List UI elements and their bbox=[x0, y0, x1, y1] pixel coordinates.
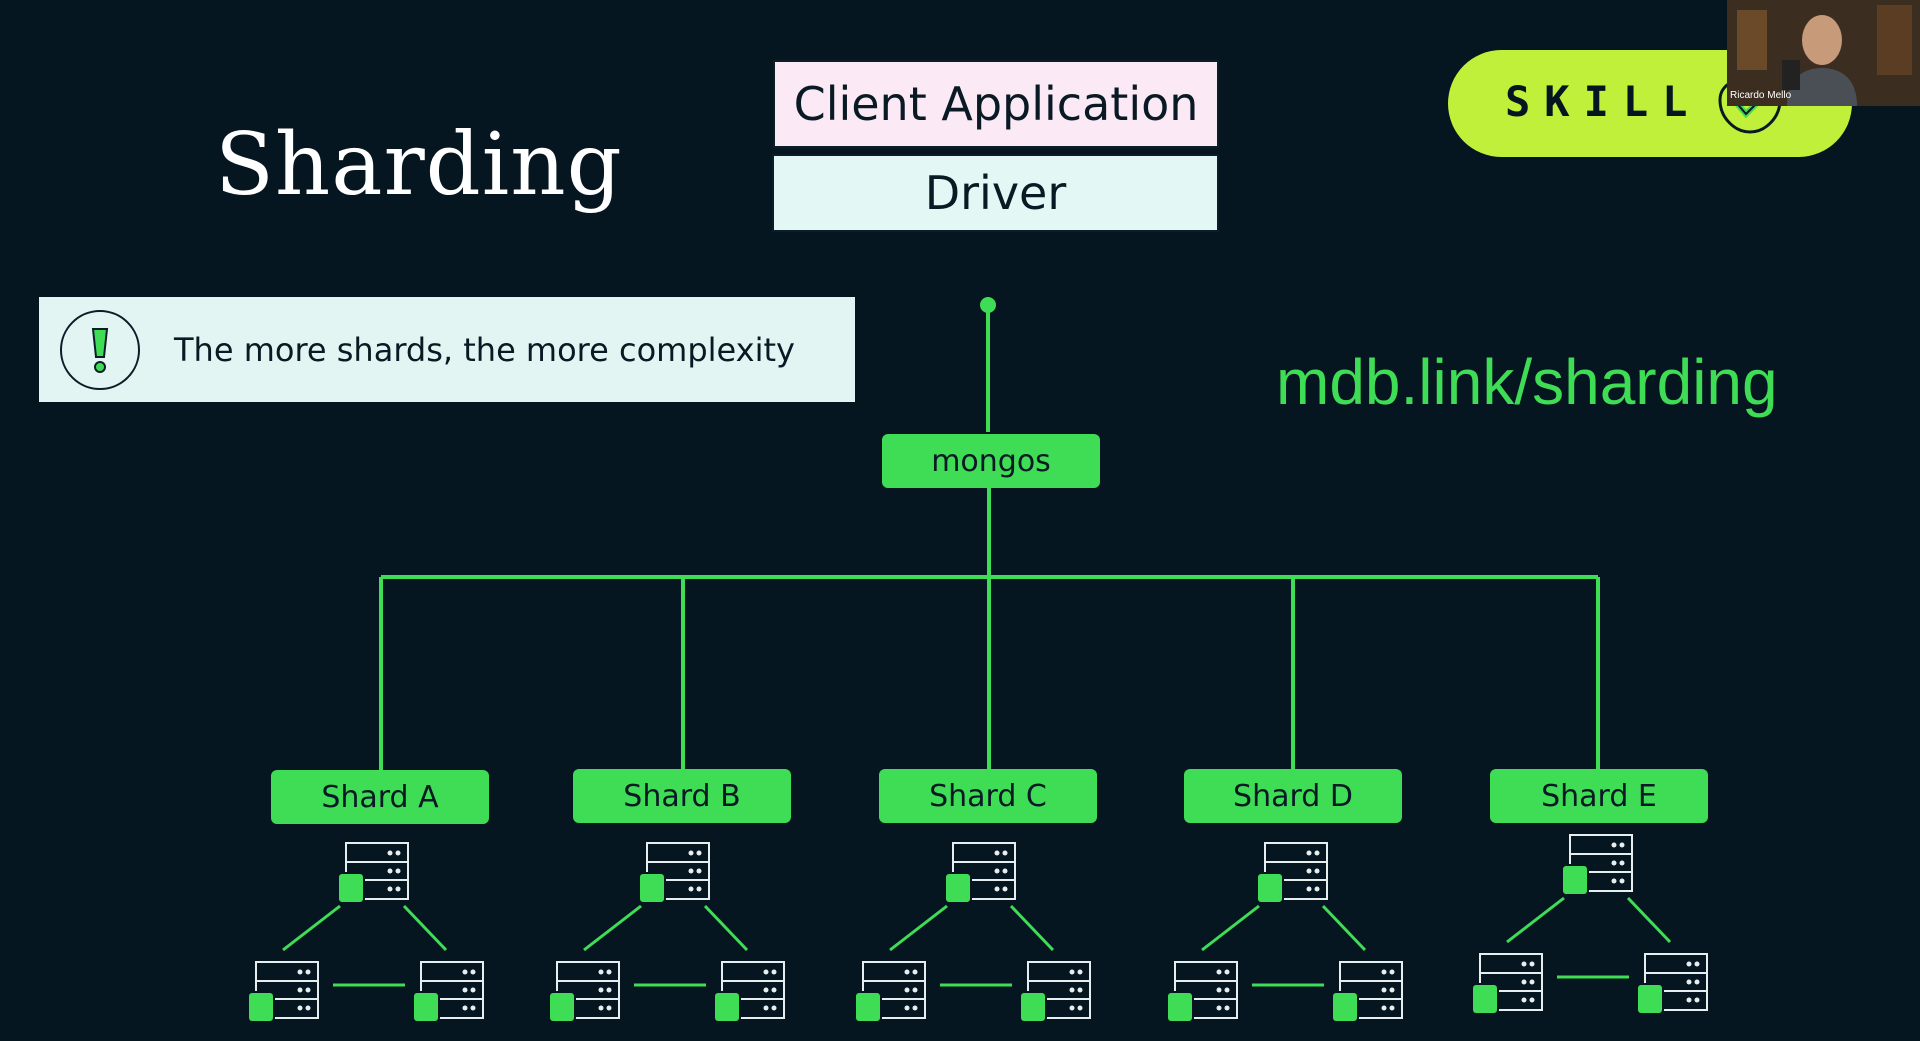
exclamation-icon bbox=[60, 309, 140, 390]
complexity-callout: The more shards, the more complexity bbox=[39, 297, 855, 402]
shard-d: Shard D bbox=[1184, 769, 1402, 823]
replica-set-c bbox=[854, 842, 1091, 1023]
shard-e: Shard E bbox=[1490, 769, 1708, 823]
presenter-name: Ricardo Mello bbox=[1730, 90, 1792, 101]
slide-title: Sharding bbox=[215, 115, 623, 215]
sharding-link[interactable]: mdb.link/sharding bbox=[1276, 346, 1778, 418]
client-application-box: Client Application bbox=[773, 60, 1219, 148]
replica-set-a bbox=[247, 842, 484, 1023]
shard-b: Shard B bbox=[573, 769, 791, 823]
shard-c: Shard C bbox=[879, 769, 1097, 823]
callout-text: The more shards, the more complexity bbox=[174, 330, 795, 369]
skill-label: SKILL bbox=[1505, 77, 1702, 126]
mongos-node: mongos bbox=[882, 434, 1100, 488]
replica-set-d bbox=[1166, 842, 1403, 1023]
driver-box: Driver bbox=[772, 154, 1219, 232]
replica-set-e bbox=[1471, 834, 1708, 1015]
replica-set-b bbox=[548, 842, 785, 1023]
presenter-webcam: Ricardo Mello bbox=[1727, 0, 1920, 106]
shard-a: Shard A bbox=[271, 770, 489, 824]
